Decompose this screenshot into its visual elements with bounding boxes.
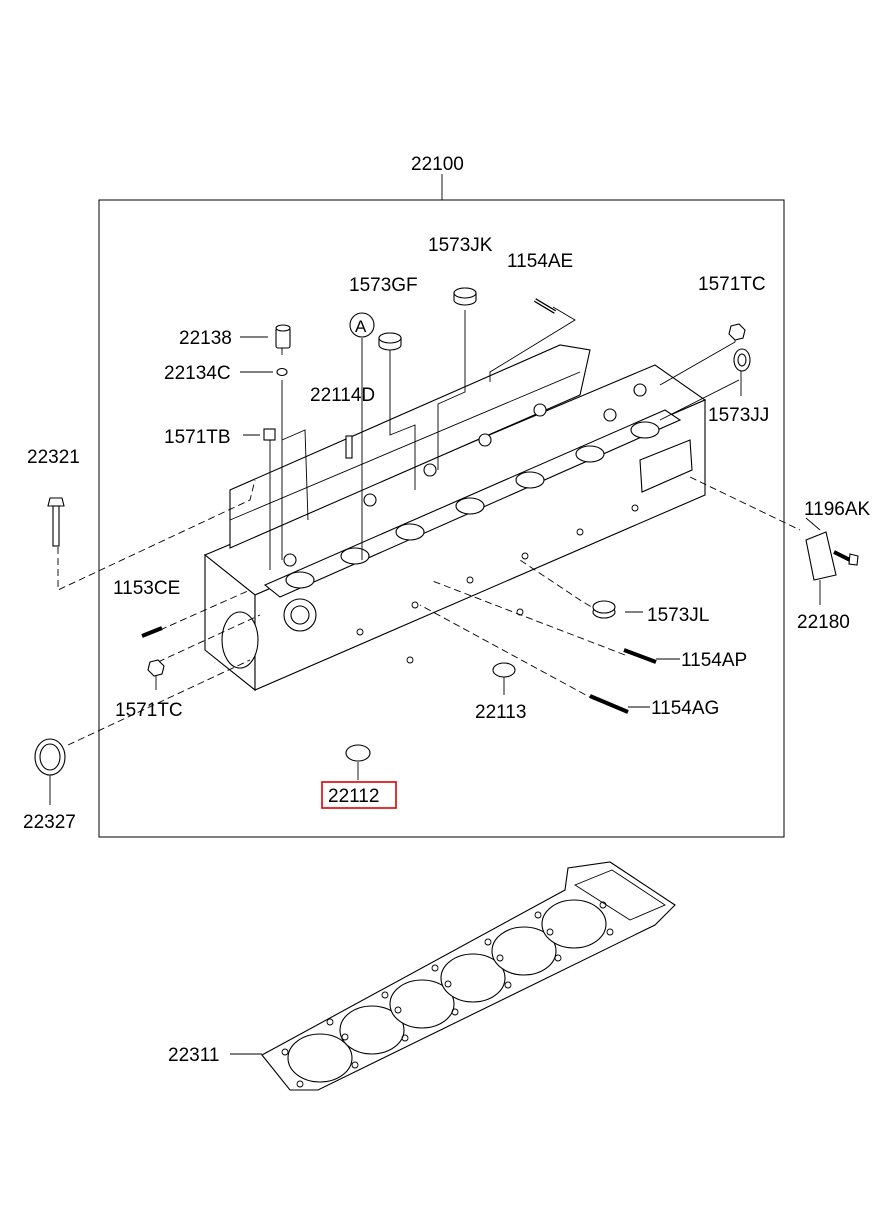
label-1573JJ: 1573JJ (708, 405, 769, 426)
plug-1573JK (453, 287, 477, 306)
assembly-frame (98, 199, 785, 838)
label-22113: 22113 (475, 702, 526, 723)
cylinder-head (203, 344, 707, 692)
label-22100: 22100 (411, 154, 464, 175)
label-22311: 22311 (168, 1045, 219, 1066)
bolt-22321 (47, 497, 65, 547)
svg-text:A: A (355, 317, 367, 336)
label-1571TC-bottom: 1571TC (115, 700, 183, 721)
label-1571TC-top: 1571TC (698, 274, 766, 295)
stud-1154AP (623, 648, 657, 664)
camshaft (263, 383, 682, 598)
pin-22114D (345, 435, 353, 459)
nut-1571TB (263, 428, 276, 441)
marker-a: A (349, 312, 375, 338)
label-1153CE: 1153CE (113, 578, 180, 599)
label-1154AP: 1154AP (681, 650, 747, 671)
plug-22113 (492, 662, 516, 678)
plug-1573JL (592, 600, 616, 619)
label-1573JL: 1573JL (647, 605, 709, 626)
label-1154AG: 1154AG (651, 698, 719, 719)
plug-1573GF (378, 332, 402, 351)
stud-1154AE (533, 298, 557, 314)
label-1573JK: 1573JK (428, 235, 493, 256)
seal-22327 (34, 738, 66, 776)
bolt-1196AK (833, 550, 859, 566)
label-22138: 22138 (179, 328, 232, 349)
label-22112[interactable]: 22112 (328, 786, 379, 807)
stud-1154AG (589, 694, 629, 714)
label-1154AE: 1154AE (507, 251, 573, 272)
stud-1153CE (141, 626, 163, 638)
highlight-box-22112 (321, 781, 397, 809)
nut-1571TC-top (728, 323, 746, 341)
label-1196AK: 1196AK (804, 499, 871, 520)
oring-22134C (276, 367, 288, 377)
label-1571TB: 1571TB (164, 427, 231, 448)
cover-22180 (805, 531, 837, 581)
plug-22112 (345, 744, 371, 762)
label-22134C: 22134C (164, 363, 231, 384)
nut-1571TC-bottom (147, 659, 165, 677)
label-22114D: 22114D (310, 385, 375, 406)
label-22180: 22180 (797, 612, 850, 633)
label-22327: 22327 (23, 812, 76, 833)
label-1573GF: 1573GF (349, 275, 418, 296)
label-22321: 22321 (27, 447, 80, 468)
seal-1573JJ (733, 348, 751, 372)
dowel-22138 (275, 324, 291, 349)
head-gasket-22311 (261, 861, 676, 1091)
